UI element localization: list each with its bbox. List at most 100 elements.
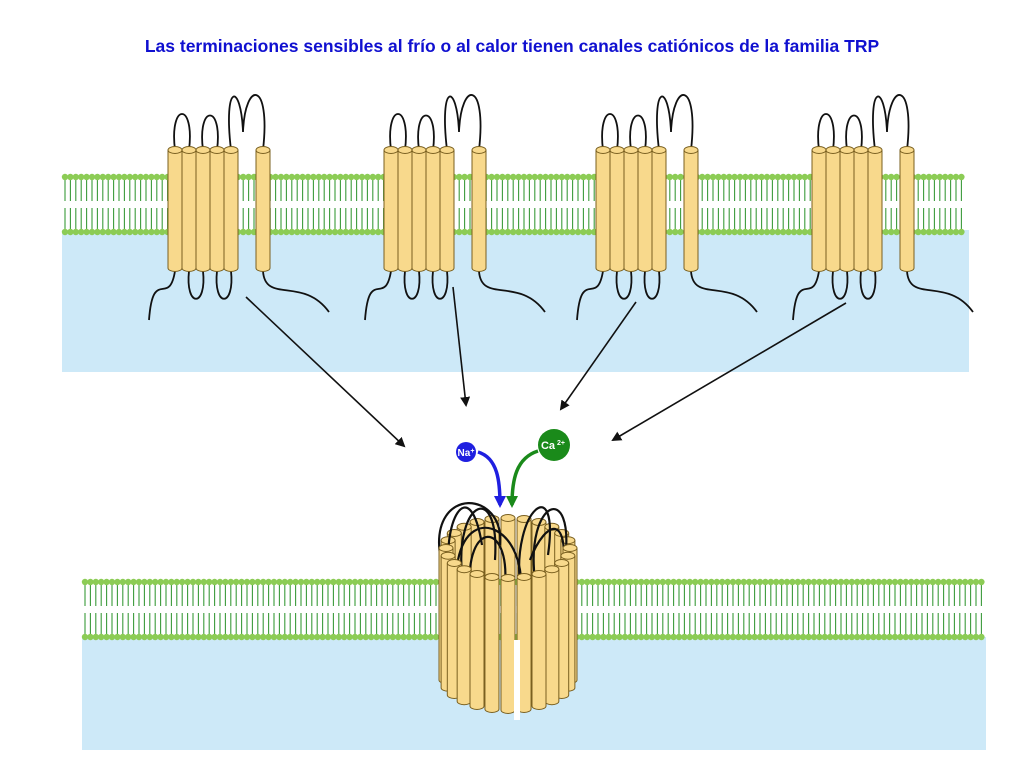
lipid-head	[130, 578, 137, 586]
lipid-head	[670, 578, 677, 586]
helix-s4	[637, 150, 653, 272]
lipid-head	[126, 228, 133, 236]
lipid-head	[240, 173, 247, 181]
lipid-head	[504, 228, 511, 236]
lipid-head	[886, 633, 893, 641]
lipid-head	[945, 633, 953, 641]
lipid-head	[783, 578, 791, 586]
helix-s3-top	[839, 146, 855, 154]
lipid-head	[299, 228, 306, 236]
lipid-head	[726, 173, 733, 181]
ca-charge: 2+	[557, 440, 565, 447]
lipid-head	[119, 633, 127, 641]
lipid-head	[315, 228, 322, 236]
lipid-head	[184, 578, 191, 586]
lipid-head	[310, 173, 317, 181]
lipid-head	[265, 633, 272, 641]
lipid-head	[753, 173, 760, 181]
c-terminal-tail	[906, 270, 974, 313]
n-terminal-tail	[148, 270, 176, 321]
lipid-head	[287, 578, 294, 586]
channel-helix-front	[469, 573, 485, 710]
lipid-head	[272, 228, 279, 236]
lipid-head	[342, 173, 349, 181]
lipid-head	[951, 633, 958, 641]
lipid-head	[114, 633, 121, 641]
lipid-head	[337, 228, 344, 236]
lipid-head	[665, 633, 672, 641]
trp-subunit-4	[792, 94, 974, 321]
lipid-head	[600, 578, 607, 586]
lipid-head	[348, 173, 355, 181]
lipid-head	[827, 633, 834, 641]
lipid-head	[337, 173, 344, 181]
helix-s1-top	[595, 146, 611, 154]
lipid-head	[881, 578, 888, 586]
lipid-head	[763, 173, 771, 181]
lipid-head	[756, 578, 764, 586]
extracellular-loop	[629, 114, 647, 151]
lipid-head	[254, 633, 261, 641]
lipid-head	[108, 633, 116, 641]
lipid-head	[753, 228, 760, 236]
lipid-head	[488, 228, 495, 236]
helix-s5	[651, 150, 667, 272]
lipid-head	[130, 633, 137, 641]
channel-helix-front	[484, 576, 500, 713]
lipid-head	[287, 633, 294, 641]
lipid-head	[837, 578, 845, 586]
lipid-head	[121, 228, 128, 236]
lipid-head	[585, 173, 592, 181]
lipid-head	[918, 633, 926, 641]
helix-s4-top	[637, 146, 653, 154]
lipid-head	[346, 578, 353, 586]
lipid-head	[675, 578, 683, 586]
channel-helix-front-top	[446, 559, 462, 567]
lipid-head	[913, 578, 920, 586]
lipid-head	[351, 578, 359, 586]
lipid-head	[400, 633, 407, 641]
lipid-head	[888, 228, 895, 236]
na-symbol: Na	[458, 448, 471, 459]
lipid-head	[677, 173, 684, 181]
lipid-head	[162, 633, 170, 641]
lipid-head	[142, 173, 150, 181]
lipid-head	[713, 578, 720, 586]
lipid-head	[888, 173, 895, 181]
lipid-head	[378, 633, 386, 641]
lipid-head	[504, 173, 511, 181]
lipid-head	[110, 173, 117, 181]
channel-helix-front	[544, 569, 560, 706]
lipid-head	[353, 228, 360, 236]
lipid-head	[254, 578, 261, 586]
lipid-head	[947, 173, 954, 181]
lipid-head	[281, 578, 288, 586]
lipid-head	[108, 578, 116, 586]
intracellular-loop	[615, 270, 633, 300]
helix-s1	[811, 150, 827, 272]
lipid-head	[206, 578, 213, 586]
lipid-head	[78, 228, 85, 236]
lipid-head	[724, 633, 731, 641]
helix-s3	[195, 150, 211, 272]
c-terminal-tail	[478, 270, 546, 313]
lipid-head	[427, 633, 434, 641]
lipid-head	[335, 578, 342, 586]
lipid-head	[708, 633, 715, 641]
lipid-head	[146, 578, 153, 586]
lipid-head	[747, 173, 754, 181]
lipid-head	[611, 633, 618, 641]
lipid-head	[103, 633, 110, 641]
lipid-head	[189, 578, 197, 586]
lipid-head	[346, 633, 353, 641]
helix-s6	[255, 150, 271, 272]
lipid-head	[184, 633, 191, 641]
lipid-head	[940, 633, 947, 641]
lipid-head	[713, 633, 720, 641]
helix-s1	[595, 150, 611, 272]
lipid-head	[774, 173, 781, 181]
lipid-head	[157, 578, 164, 586]
lipid-head	[297, 633, 305, 641]
lipid-head	[153, 173, 160, 181]
lipid-head	[611, 578, 618, 586]
